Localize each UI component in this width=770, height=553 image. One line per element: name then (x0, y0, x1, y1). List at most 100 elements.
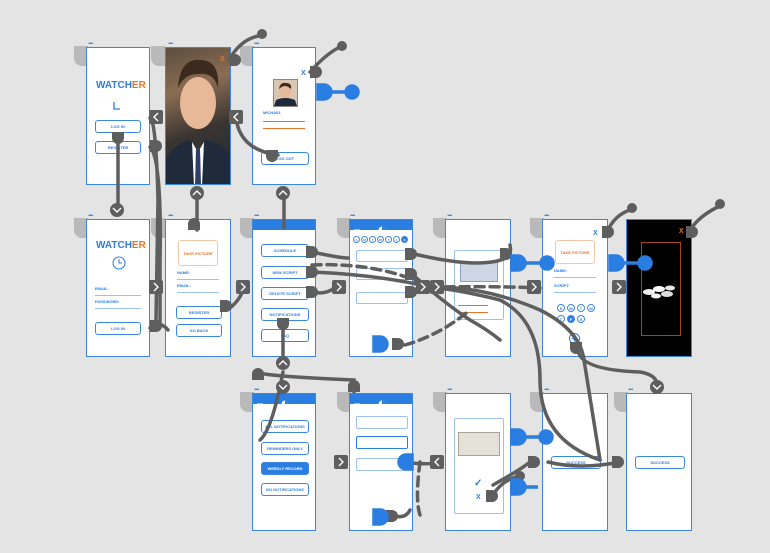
close-icon[interactable]: X (220, 56, 225, 63)
artboard-menu-icon[interactable]: ... (88, 208, 93, 218)
artboard-tab (337, 392, 351, 412)
navigation-links (116, 34, 722, 519)
link-endpoint (715, 199, 725, 209)
name-field[interactable] (554, 274, 596, 278)
day-pill[interactable]: T (577, 304, 585, 312)
list-item-selected[interactable] (356, 436, 408, 449)
dashed-link-wire (403, 308, 472, 347)
screen-main-menu: SCHEDULE NEW SCRIPT DELETE SCRIPT NOTIFI… (252, 219, 316, 357)
link-handle (277, 318, 289, 330)
pie-chart-icon[interactable] (378, 221, 386, 234)
chevron-up-icon (276, 186, 290, 200)
weekday-pill[interactable]: S (401, 236, 408, 243)
artboard-menu-icon[interactable]: ... (168, 36, 173, 46)
option-weekly-record[interactable]: WEEKLY RECORD (261, 462, 309, 475)
list-item[interactable] (356, 416, 408, 429)
name-field[interactable] (177, 276, 219, 280)
screen-profile: X MICHAEL LOG OUT (252, 47, 316, 185)
menu-icon[interactable] (257, 396, 263, 409)
artboard-tab (530, 218, 544, 238)
camera-frame (641, 242, 681, 336)
clock-icon (112, 256, 126, 270)
artboard-menu-icon[interactable]: ... (254, 208, 259, 218)
menu-item-new-script[interactable]: NEW SCRIPT (261, 266, 309, 279)
artboard-tab (433, 218, 447, 238)
link-handle (486, 490, 498, 502)
artboard-menu-icon[interactable]: ... (447, 382, 452, 392)
menu-icon[interactable] (354, 396, 360, 409)
login-button[interactable]: LOG IN (95, 322, 141, 335)
menu-icon[interactable] (354, 222, 360, 235)
link-handle (220, 300, 232, 312)
artboard-menu-icon[interactable]: ... (254, 382, 259, 392)
profile-name: MICHAEL (263, 110, 282, 115)
link-endpoint (257, 29, 267, 39)
active-link-handle (608, 254, 625, 272)
link-handle (266, 150, 278, 162)
take-picture-button[interactable]: TAKE PICTURE (178, 240, 218, 266)
artboard-tab (240, 218, 254, 238)
link-endpoint (337, 41, 347, 51)
link-handles (112, 54, 698, 522)
link-handle (306, 246, 318, 258)
email-field[interactable] (177, 289, 219, 293)
artboard-menu-icon[interactable]: ... (447, 208, 452, 218)
clock-icon (112, 97, 121, 110)
active-link-endpoint (539, 255, 555, 271)
weekday-pill[interactable]: T (385, 236, 392, 243)
pie-chart-icon[interactable] (378, 395, 386, 408)
artboard-menu-icon[interactable]: ... (544, 382, 549, 392)
option-all-notifications[interactable]: ALL NOTIFICATIONS (261, 420, 309, 433)
artboard-tab (240, 46, 254, 66)
artboard-menu-icon[interactable]: ... (628, 382, 633, 392)
link-handle (252, 368, 264, 380)
weekday-pill[interactable]: F (393, 236, 400, 243)
artboard-menu-icon[interactable]: ... (168, 208, 173, 218)
artboard-menu-icon[interactable]: ... (350, 208, 355, 218)
artboard-menu-icon[interactable]: ... (544, 208, 549, 218)
link-wire (576, 348, 659, 387)
forward-arrow-icon (527, 280, 541, 294)
success-message: SUCCESS (635, 456, 685, 469)
day-pill[interactable]: S (577, 315, 585, 323)
close-icon[interactable]: X (679, 228, 684, 235)
link-handle (570, 342, 582, 354)
nav-arrow-markers (110, 110, 664, 469)
nav-arrow-glyphs (112, 112, 662, 467)
artboard-tab (151, 46, 165, 66)
day-pill[interactable]: W (587, 304, 595, 312)
weekday-pill[interactable]: T (369, 236, 376, 243)
link-wire (256, 370, 356, 394)
day-pill[interactable]: M (567, 304, 575, 312)
go-back-button[interactable]: GO BACK (176, 324, 222, 337)
confirm-yes-icon[interactable]: ✓ (474, 478, 483, 489)
weekday-pill[interactable]: S (353, 236, 360, 243)
close-icon[interactable]: X (301, 70, 306, 77)
day-pill[interactable]: S (557, 304, 565, 312)
email-field[interactable] (95, 292, 141, 296)
link-handle (386, 510, 398, 522)
pills-image (639, 280, 679, 302)
forward-arrow-icon (332, 280, 346, 294)
confirm-no-icon[interactable]: X (476, 494, 481, 501)
chevron-down-icon (276, 380, 290, 394)
option-reminders-only[interactable]: REMINDERS ONLY (261, 442, 309, 455)
back-arrow-icon (149, 110, 163, 124)
artboard-menu-icon[interactable]: ... (88, 36, 93, 46)
weekday-pill[interactable]: M (361, 236, 368, 243)
take-picture-button[interactable]: TAKE PICTURE (555, 240, 595, 264)
close-icon[interactable]: X (593, 230, 598, 237)
link-handle (392, 338, 404, 350)
script-field[interactable] (554, 289, 596, 293)
password-field[interactable] (95, 305, 141, 309)
screen-login-form: WATCHER EMAIL: PASSWORD: LOG IN (86, 219, 150, 357)
register-button[interactable]: REGISTER (176, 306, 222, 319)
pie-chart-icon[interactable] (281, 395, 289, 408)
option-no-notifications[interactable]: NO NOTIFICATIONS (261, 483, 309, 496)
weekday-pill[interactable]: W (377, 236, 384, 243)
artboard-menu-icon[interactable]: ... (254, 36, 259, 46)
header-bar (350, 220, 412, 230)
day-pill[interactable]: F (567, 315, 575, 323)
screen-success-1: SUCCESS (542, 393, 608, 531)
